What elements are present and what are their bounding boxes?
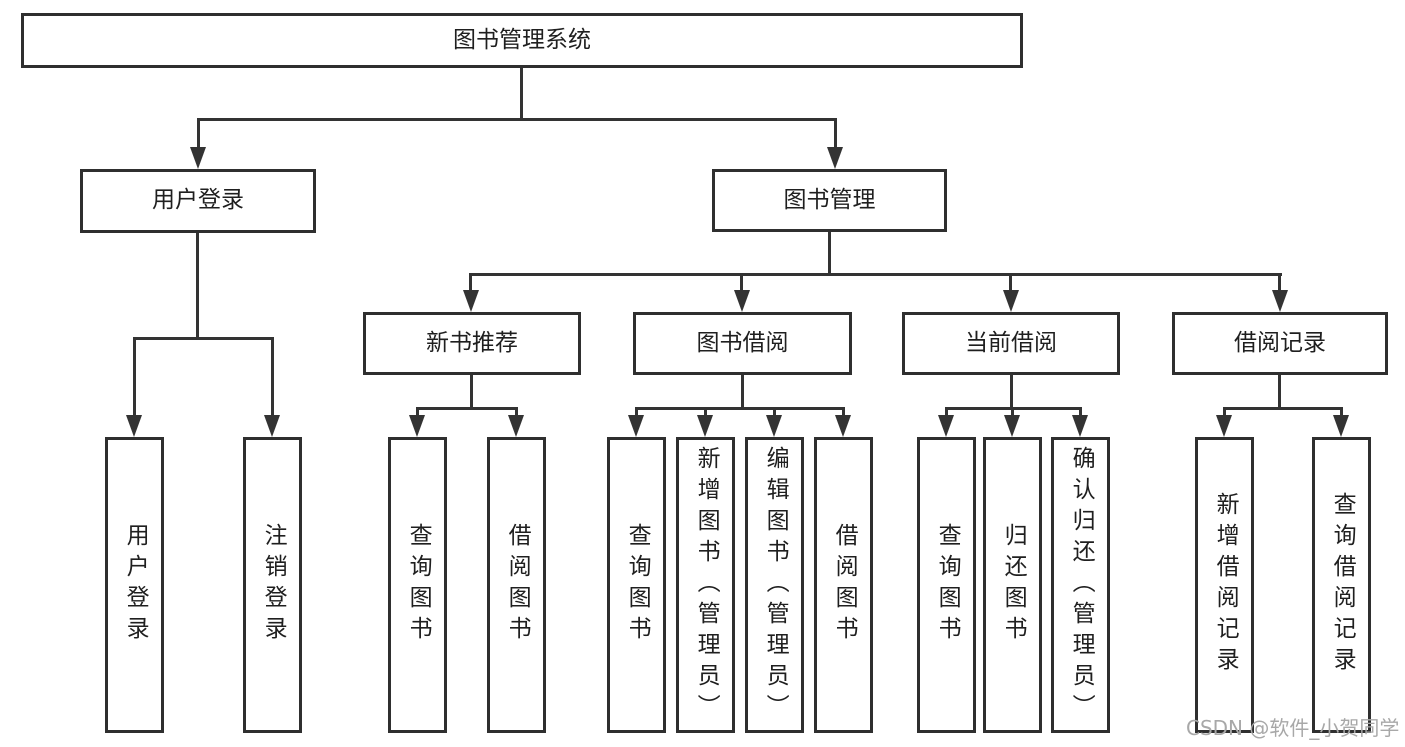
connector-book-borrow-branch — [635, 407, 845, 410]
connector-drop-borrow-records — [1278, 273, 1281, 295]
arrow-down-icon — [463, 290, 479, 312]
connector-book-borrow-stem — [741, 375, 744, 407]
connector-drop-leaf — [1340, 407, 1343, 421]
connector-new-book-recommend-stem — [470, 375, 473, 407]
node-current-borrow: 当前借阅 — [902, 312, 1120, 375]
node-new-book-recommend: 新书推荐 — [363, 312, 581, 375]
arrow-down-icon — [827, 147, 843, 169]
connector-drop-leaf — [1079, 407, 1082, 421]
arrow-down-icon — [409, 415, 425, 437]
connector-drop-leaf — [416, 407, 419, 421]
arrow-down-icon — [1003, 290, 1019, 312]
node-user-login-label: 用户登录 — [152, 187, 244, 214]
node-leaf-borrow-book-borrow-label: 借阅图书 — [831, 523, 858, 647]
connector-drop-current-borrow — [1009, 273, 1012, 295]
arrow-down-icon — [126, 415, 142, 437]
arrow-down-icon — [1333, 415, 1349, 437]
arrow-down-icon — [766, 415, 782, 437]
connector-drop-leaf-user-login — [133, 337, 136, 419]
connector-current-borrow-stem — [1010, 374, 1013, 407]
connector-drop-new-book-recommend — [469, 273, 472, 295]
arrow-down-icon — [1004, 415, 1020, 437]
arrow-down-icon — [938, 415, 954, 437]
node-leaf-logout-label: 注销登录 — [260, 523, 287, 647]
connector-drop-leaf — [945, 407, 948, 421]
node-leaf-return-book: 归还图书 — [983, 437, 1042, 733]
node-leaf-query-book-current: 查询图书 — [917, 437, 976, 733]
node-leaf-edit-book: 编辑图书（管理员） — [745, 437, 804, 733]
node-leaf-add-book: 新增图书（管理员） — [676, 437, 735, 733]
node-leaf-borrow-book-borrow: 借阅图书 — [814, 437, 873, 733]
node-current-borrow-label: 当前借阅 — [965, 329, 1057, 356]
connector-drop-leaf — [773, 407, 776, 421]
connector-user-login-stem — [196, 233, 199, 337]
node-leaf-confirm-return: 确认归还（管理员） — [1051, 437, 1110, 733]
node-leaf-query-book-recommend-label: 查询图书 — [405, 523, 432, 647]
node-leaf-query-book-current-label: 查询图书 — [934, 523, 961, 647]
node-book-borrow: 图书借阅 — [633, 312, 852, 375]
node-leaf-user-login: 用户登录 — [105, 437, 164, 733]
connector-drop-leaf — [635, 407, 638, 421]
node-book-management: 图书管理 — [712, 169, 947, 232]
connector-drop-user-login — [197, 118, 200, 150]
node-leaf-query-borrow-record-label: 查询借阅记录 — [1329, 492, 1356, 678]
node-leaf-query-book-recommend: 查询图书 — [388, 437, 447, 733]
node-leaf-query-borrow-record: 查询借阅记录 — [1312, 437, 1371, 733]
arrow-down-icon — [1216, 415, 1232, 437]
arrow-down-icon — [835, 415, 851, 437]
node-leaf-user-login-label: 用户登录 — [122, 523, 149, 647]
node-user-login: 用户登录 — [80, 169, 316, 233]
arrow-down-icon — [190, 147, 206, 169]
arrow-down-icon — [628, 415, 644, 437]
connector-borrow-records-branch — [1223, 407, 1343, 410]
connector-root-branch — [197, 118, 837, 121]
node-leaf-confirm-return-label: 确认归还（管理员） — [1068, 445, 1095, 725]
node-root: 图书管理系统 — [21, 13, 1023, 68]
connector-user-login-branch — [133, 337, 274, 340]
connector-borrow-records-stem — [1278, 375, 1281, 407]
connector-drop-book-management — [834, 118, 837, 150]
node-leaf-borrow-book-recommend-label: 借阅图书 — [504, 523, 531, 647]
node-leaf-edit-book-label: 编辑图书（管理员） — [762, 445, 789, 725]
connector-drop-leaf — [842, 407, 845, 421]
arrow-down-icon — [508, 415, 524, 437]
node-leaf-add-borrow-record: 新增借阅记录 — [1195, 437, 1254, 733]
node-new-book-recommend-label: 新书推荐 — [426, 329, 518, 356]
arrow-down-icon — [734, 290, 750, 312]
watermark: CSDN @软件_小贺同学 — [1186, 716, 1400, 740]
node-leaf-query-book-borrow: 查询图书 — [607, 437, 666, 733]
connector-drop-leaf — [515, 407, 518, 421]
connector-drop-leaf-logout — [271, 337, 274, 419]
connector-drop-leaf — [704, 407, 707, 421]
node-book-management-label: 图书管理 — [783, 186, 876, 213]
node-leaf-return-book-label: 归还图书 — [1000, 523, 1027, 647]
connector-drop-leaf — [1011, 407, 1014, 421]
connector-root-stem — [520, 68, 523, 118]
arrow-down-icon — [264, 415, 280, 437]
node-leaf-borrow-book-recommend: 借阅图书 — [487, 437, 546, 733]
connector-drop-book-borrow — [740, 273, 743, 295]
connector-new-book-recommend-branch — [416, 407, 518, 410]
node-borrow-records: 借阅记录 — [1172, 312, 1388, 375]
node-root-label: 图书管理系统 — [453, 26, 591, 53]
node-borrow-records-label: 借阅记录 — [1234, 329, 1326, 356]
node-leaf-logout: 注销登录 — [243, 437, 302, 733]
arrow-down-icon — [1072, 415, 1088, 437]
node-leaf-add-borrow-record-label: 新增借阅记录 — [1212, 492, 1239, 678]
connector-book-management-stem — [828, 232, 831, 273]
connector-drop-leaf — [1223, 407, 1226, 421]
node-leaf-add-book-label: 新增图书（管理员） — [693, 445, 720, 725]
arrow-down-icon — [1272, 290, 1288, 312]
arrow-down-icon — [697, 415, 713, 437]
node-leaf-query-book-borrow-label: 查询图书 — [624, 523, 651, 647]
connector-book-management-branch — [470, 273, 1282, 276]
node-book-borrow-label: 图书借阅 — [696, 329, 789, 356]
